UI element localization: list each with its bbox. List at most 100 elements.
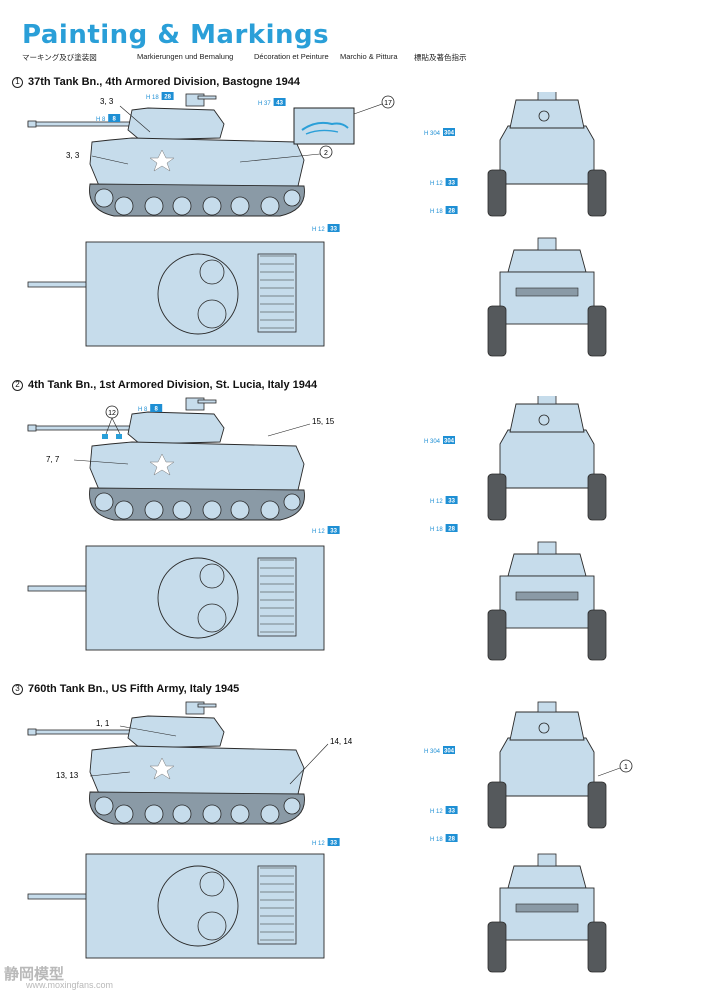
paint-code: H 18 <box>146 95 159 101</box>
commander-hatch <box>197 603 227 633</box>
paint-code: H 304 <box>424 131 441 137</box>
subtitle-german: Markierungen und Bemalung <box>137 52 234 61</box>
paint-number: 8 <box>155 407 159 413</box>
engine-deck <box>257 557 297 637</box>
right-track <box>587 921 607 973</box>
section-number: 3 <box>12 683 23 695</box>
subtitle-languages: マーキング及び塗装図 Markierungen und Bemalung Déc… <box>22 52 702 66</box>
svg-text:1: 1 <box>624 764 628 771</box>
road-wheel <box>260 196 280 216</box>
paint-number: 33 <box>330 227 337 233</box>
rear-turret <box>507 865 587 889</box>
marking-inset <box>293 103 383 145</box>
rear-hull <box>499 575 595 629</box>
front-hull <box>499 125 595 185</box>
engine-deck <box>257 865 297 945</box>
paint-number: 304 <box>444 749 455 755</box>
callout-14: 14, 14 <box>289 737 353 785</box>
star-marking-icon <box>149 453 175 476</box>
road-wheel <box>172 804 192 824</box>
paint-number-box <box>445 496 458 504</box>
gun-mantlet <box>538 722 550 734</box>
left-track <box>487 781 507 829</box>
rear-turret <box>507 553 587 577</box>
paint-number-box <box>327 838 340 846</box>
star-marking-icon <box>149 149 175 172</box>
road-wheel <box>260 500 280 520</box>
cupola <box>537 396 557 405</box>
paint-code: H 12 <box>312 227 325 233</box>
paint-number: 33 <box>448 809 455 815</box>
gun-barrel <box>27 729 135 735</box>
road-wheel <box>114 500 134 520</box>
callout-15: 15, 15 <box>267 417 335 437</box>
rear-cupola <box>537 853 557 867</box>
svg-text:3, 3: 3, 3 <box>66 151 80 160</box>
gun-barrel <box>27 425 135 431</box>
rear-hull <box>499 887 595 941</box>
paint-number: 43 <box>276 101 283 107</box>
track-run <box>89 791 305 825</box>
subtitle-japanese: マーキング及び塗装図 <box>22 53 97 62</box>
paint-number-box <box>443 128 455 136</box>
paint-code: H 18 <box>430 209 443 215</box>
muzzle-brake <box>27 728 37 736</box>
road-wheel <box>202 804 222 824</box>
right-track <box>587 305 607 357</box>
road-wheel <box>202 500 222 520</box>
muzzle-brake <box>27 120 37 128</box>
right-track <box>587 781 607 829</box>
subtitle-chinese: 標貼及著色指示 <box>414 53 467 62</box>
turret <box>127 107 225 141</box>
road-wheel <box>202 196 222 216</box>
idler-wheel <box>283 189 301 207</box>
gun-mantlet <box>538 414 550 426</box>
machine-gun <box>197 95 217 100</box>
track-run <box>89 183 305 217</box>
road-wheel <box>114 196 134 216</box>
hull <box>89 745 305 797</box>
star-marking-icon <box>149 757 175 780</box>
callout-side-3: 3, 3 <box>66 151 129 165</box>
paint-number-box <box>445 178 458 186</box>
paint-number-box <box>273 98 286 106</box>
paint-code: H 12 <box>312 529 325 535</box>
paint-number: 304 <box>444 131 455 137</box>
watermark-url: www.moxingfans.com <box>26 980 114 990</box>
cupola <box>537 92 557 101</box>
callout-front-1: 1 <box>597 759 633 777</box>
left-track <box>487 169 507 217</box>
paint-number-box <box>161 92 174 100</box>
section-number: 1 <box>12 76 23 88</box>
svg-text:7, 7: 7, 7 <box>46 455 60 464</box>
paint-number-box <box>108 114 121 122</box>
paint-number: 33 <box>448 499 455 505</box>
svg-text:13, 13: 13, 13 <box>56 771 79 780</box>
section-title: 4th Tank Bn., 1st Armored Division, St. … <box>28 379 318 391</box>
track-run <box>89 487 305 521</box>
paint-number-box <box>445 834 458 842</box>
exhaust-grille <box>515 287 579 297</box>
subtitle-italian: Marchio & Pittura <box>340 52 398 61</box>
section-1-heading: 1 37th Tank Bn., 4th Armored Division, B… <box>12 76 300 88</box>
paint-number-box <box>445 806 458 814</box>
paint-number-box <box>443 746 455 754</box>
section-title: 760th Tank Bn., US Fifth Army, Italy 194… <box>28 683 240 695</box>
turret-ring <box>157 557 239 639</box>
cupola <box>537 701 557 713</box>
road-wheel <box>144 500 164 520</box>
paint-badge-tracks: H 12 33 <box>312 224 340 233</box>
svg-text:1, 1: 1, 1 <box>96 719 110 728</box>
rear-turret <box>507 249 587 273</box>
paint-code: H 12 <box>430 499 443 505</box>
